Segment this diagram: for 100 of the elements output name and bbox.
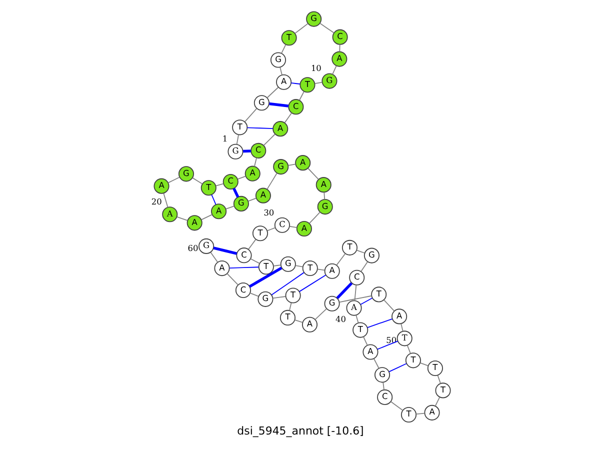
connector: [356, 250, 365, 254]
connector: [434, 396, 440, 406]
connector: [390, 401, 403, 411]
connector: [355, 314, 358, 324]
node-circle: T: [200, 180, 216, 196]
connector: [366, 318, 392, 328]
connector: [226, 273, 238, 286]
node-circle: G: [232, 196, 248, 212]
connector: [382, 299, 394, 312]
node-circle: C: [236, 248, 252, 264]
connector: [336, 253, 346, 266]
connector: [316, 268, 325, 271]
connector: [288, 302, 292, 311]
node-label: 20: [150, 196, 162, 206]
node-circle: T: [426, 360, 442, 376]
node-circle: A: [153, 178, 169, 194]
node-circle: T: [279, 310, 295, 326]
node-circle: A: [331, 51, 347, 67]
node-circle: C: [250, 142, 266, 158]
connector: [210, 194, 216, 205]
node-circle: C: [234, 282, 251, 298]
connector: [290, 82, 300, 84]
node-circle: T: [404, 352, 420, 368]
connector: [272, 296, 286, 299]
node-circle: T: [284, 288, 300, 304]
connector: [354, 284, 356, 302]
node-circle: T: [352, 322, 368, 338]
connector: [212, 246, 237, 255]
connector: [214, 183, 224, 186]
node-circle: G: [272, 159, 288, 175]
node-circle: C: [332, 29, 348, 45]
connector: [314, 308, 327, 320]
connector: [248, 266, 282, 288]
connector: [360, 261, 368, 272]
connector: [262, 134, 275, 146]
connector: [228, 266, 258, 268]
connector: [247, 198, 256, 202]
node-label: 30: [263, 207, 274, 218]
node-circle: C: [348, 270, 364, 286]
connector: [400, 323, 403, 332]
node-circle: C: [222, 174, 238, 190]
connector: [314, 82, 322, 84]
connector: [308, 212, 320, 224]
connector: [192, 177, 202, 184]
node-circle: A: [210, 204, 226, 220]
node-circle: T: [299, 77, 315, 93]
connector: [294, 23, 308, 34]
connector: [266, 172, 277, 190]
connector: [382, 382, 384, 390]
connector: [246, 127, 273, 130]
node-label: 40: [335, 314, 346, 324]
node-circle: T: [280, 30, 296, 46]
connector: [323, 192, 325, 200]
connector: [268, 102, 288, 108]
caption: dsi_5945_annot [-10.6]: [236, 424, 364, 438]
connector: [298, 91, 304, 101]
node-circle: G: [363, 248, 379, 264]
connector: [436, 374, 440, 384]
node-label: 1: [222, 134, 228, 144]
node-circle: A: [315, 177, 331, 193]
node-circle: T: [370, 286, 386, 302]
node-circle: A: [244, 166, 260, 182]
node-circle: G: [321, 73, 337, 89]
node-circle: A: [254, 188, 270, 204]
node-circle: C: [274, 217, 290, 233]
connector: [298, 274, 326, 292]
node-circle: A: [162, 206, 178, 222]
connector: [415, 412, 424, 415]
node-circle: A: [301, 316, 318, 332]
node-circle: A: [324, 263, 340, 279]
connector: [249, 292, 258, 297]
node-circle: G: [178, 166, 194, 182]
connector: [362, 336, 368, 346]
node-circle: G: [227, 144, 243, 160]
connector: [294, 265, 303, 268]
node-circle: T: [434, 382, 450, 398]
node-circle: G: [374, 367, 390, 383]
connector: [284, 112, 292, 124]
connector: [272, 264, 281, 266]
connector: [332, 65, 336, 75]
connector: [236, 176, 246, 180]
connector: [266, 227, 276, 232]
connector: [336, 282, 352, 300]
node-circle: A: [294, 155, 310, 171]
connector: [162, 192, 168, 208]
connector: [419, 362, 428, 366]
connector: [280, 44, 286, 54]
node-circle: A: [296, 220, 312, 237]
node-circle: G: [306, 11, 322, 27]
node-circle: T: [302, 260, 318, 276]
connector: [406, 344, 410, 354]
connector: [244, 108, 257, 122]
node-circle: G: [280, 256, 296, 272]
connector: [270, 272, 304, 296]
node-circle: A: [362, 344, 378, 360]
node-circle: A: [391, 308, 407, 324]
node-circle: T: [341, 240, 357, 256]
connector: [250, 258, 260, 264]
node-circle: A: [424, 404, 440, 420]
node-circle: T: [400, 406, 416, 423]
